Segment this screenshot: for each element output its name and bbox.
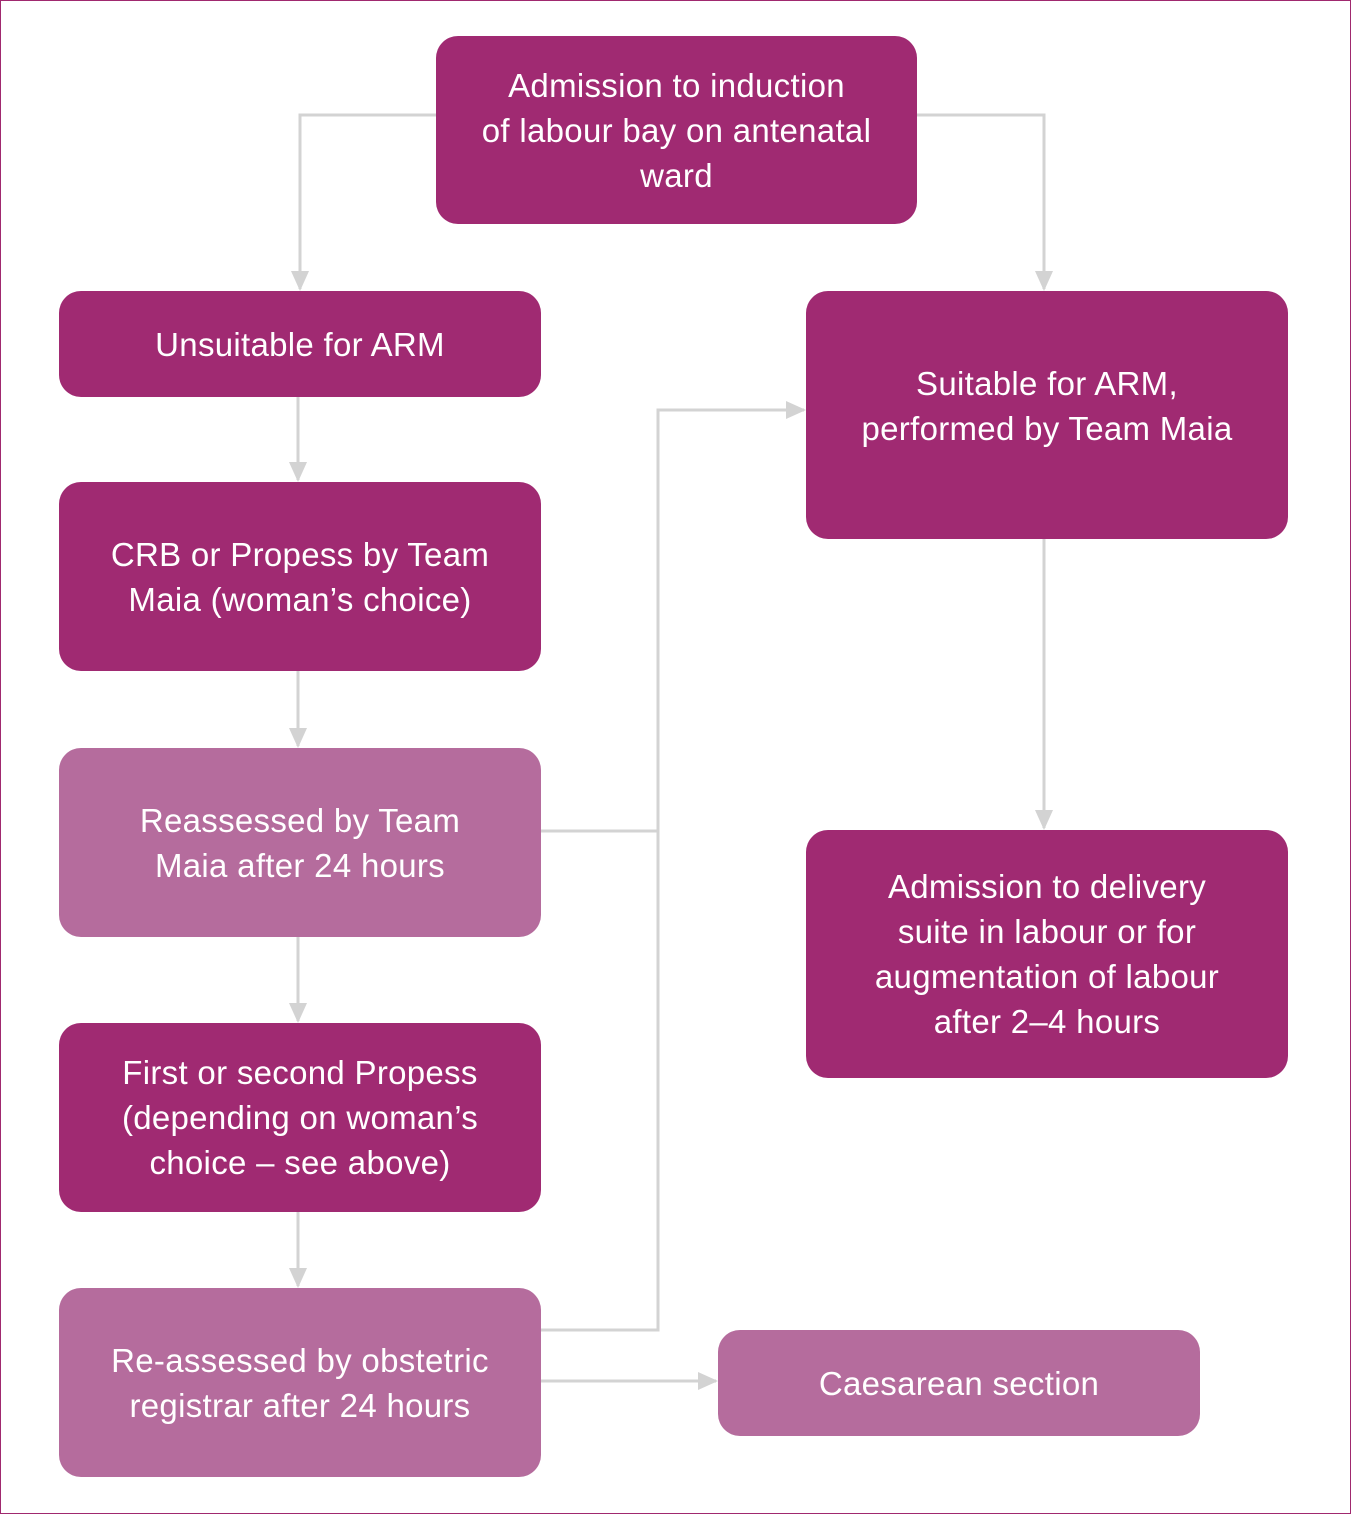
node-label: CRB or Propess by Team Maia (woman’s cho… bbox=[110, 535, 490, 618]
node-label: Reassessed by Team Maia after 24 hours bbox=[139, 801, 461, 884]
node-caesarean-section: Caesarean section bbox=[718, 1330, 1200, 1436]
node-label: Unsuitable for ARM bbox=[155, 325, 445, 363]
connector-admission-to-unsuitable bbox=[291, 113, 436, 291]
node-admission-induction-ward: Admission to induction of labour bay on … bbox=[436, 36, 917, 224]
node-reassessed-team-maia: Reassessed by Team Maia after 24 hours bbox=[59, 748, 541, 937]
node-suitable-for-arm: Suitable for ARM, performed by Team Maia bbox=[806, 291, 1288, 539]
node-label: Suitable for ARM, performed by Team Maia bbox=[861, 365, 1233, 447]
node-label: Admission to delivery suite in labour or… bbox=[874, 868, 1220, 1040]
node-admission-delivery-suite: Admission to delivery suite in labour or… bbox=[806, 830, 1288, 1078]
node-label: Caesarean section bbox=[818, 1364, 1100, 1402]
node-first-or-second-propess: First or second Propess (depending on wo… bbox=[59, 1023, 541, 1212]
connector-admission-to-suitable bbox=[916, 113, 1053, 291]
node-unsuitable-for-arm: Unsuitable for ARM bbox=[59, 291, 541, 397]
node-label: Re-assessed by obstetric registrar after… bbox=[111, 1341, 489, 1424]
node-crb-or-propess: CRB or Propess by Team Maia (woman’s cho… bbox=[59, 482, 541, 671]
connector-registrar-to-trunk bbox=[541, 831, 660, 1332]
node-reassessed-obstetric-registrar: Re-assessed by obstetric registrar after… bbox=[59, 1288, 541, 1477]
connector-reassessed-to-suitable bbox=[541, 401, 806, 833]
node-label: First or second Propess (depending on wo… bbox=[121, 1054, 479, 1181]
node-label: Admission to induction of labour bay on … bbox=[481, 66, 872, 194]
